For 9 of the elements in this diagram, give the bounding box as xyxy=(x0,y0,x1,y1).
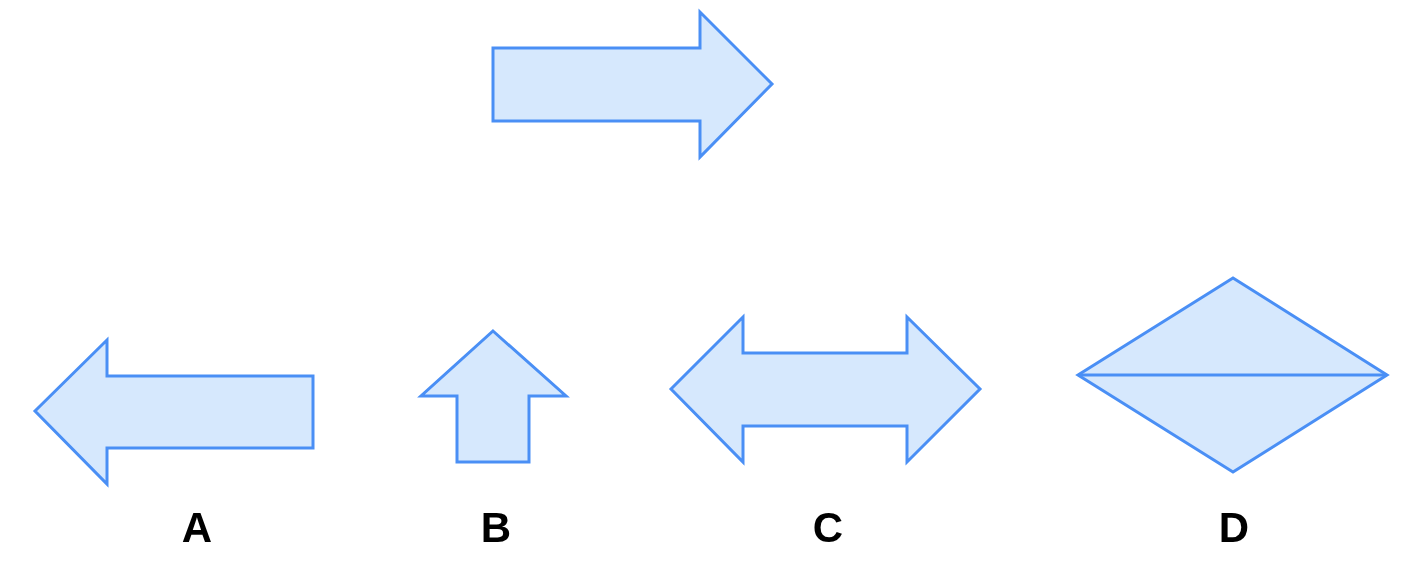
option-letter: B xyxy=(479,504,513,552)
block-arrow xyxy=(33,338,315,486)
option-letter: D xyxy=(1217,504,1251,552)
double-block-arrow xyxy=(669,315,982,464)
option-letter: A xyxy=(180,504,214,552)
option-letter: C xyxy=(811,504,845,552)
block-arrow xyxy=(419,329,568,464)
block-arrow xyxy=(492,10,774,159)
diamond-shape xyxy=(1076,276,1389,474)
